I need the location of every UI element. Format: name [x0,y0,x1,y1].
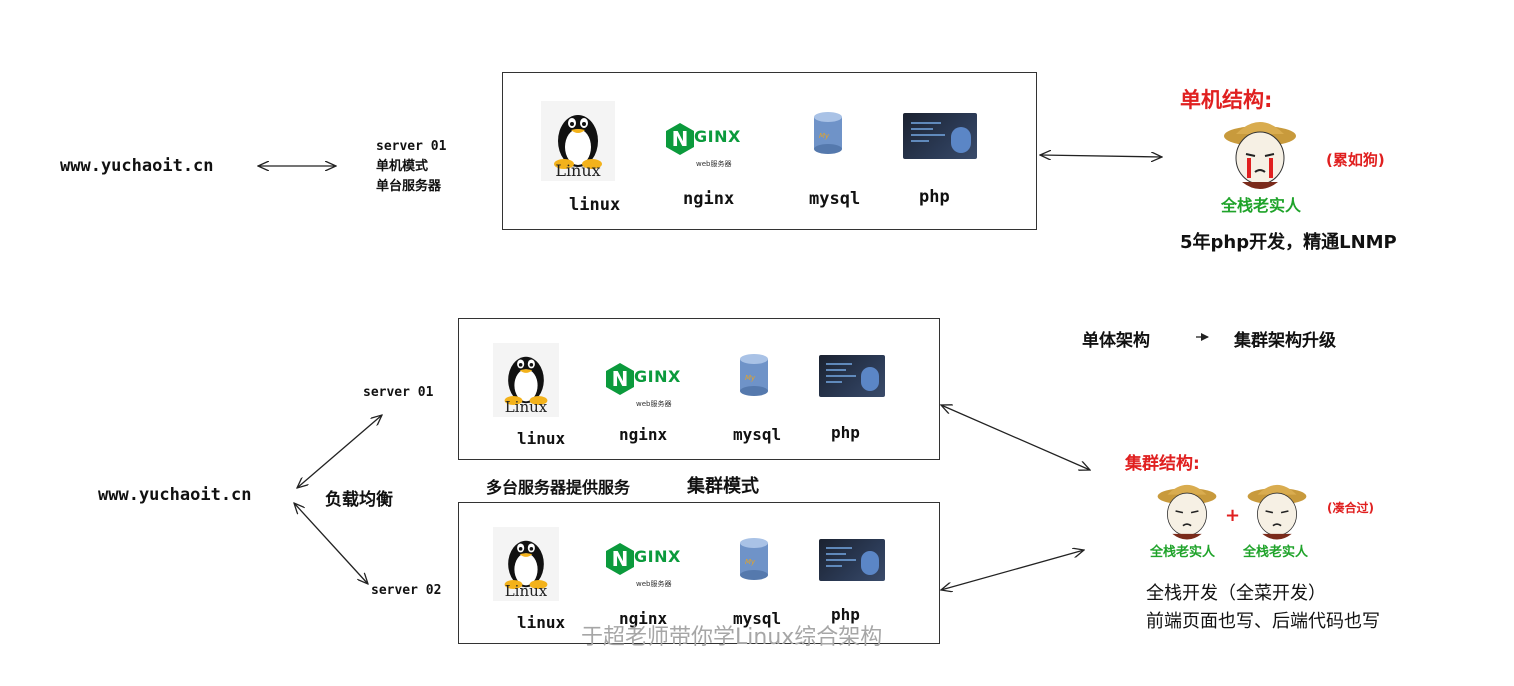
label-mysql: mysql [809,189,861,209]
server-info-top: server 01 单机模式 单台服务器 [376,137,446,197]
plus-sign: + [1225,505,1241,526]
linux-word: Linux [504,398,548,416]
arrow-box1-to-cluster [941,405,1090,470]
arrow-lb-to-server02 [294,503,368,584]
mysql-word: My [819,132,830,140]
arrow-box-to-single-structure [1040,155,1162,157]
cluster-mode-label: 集群模式 [687,476,759,497]
php-laptop-icon [903,113,977,159]
nginx-logo-icon: N GINX web服务器 [606,543,696,589]
server01-label: server 01 [363,385,434,400]
domain-label-top: www.yuchaoit.cn [60,156,214,176]
label-php: php [919,187,950,207]
label-linux: linux [517,613,566,632]
linux-tux-icon: Linux [493,527,559,601]
multi-server-label: 多台服务器提供服务 [486,478,631,497]
linux-tux-icon: Linux [493,343,559,417]
single-structure-note: (累如狗) [1326,151,1385,169]
nginx-hex: N [666,123,694,155]
label-php: php [831,605,860,624]
server-count: 单台服务器 [376,179,442,194]
label-nginx: nginx [619,425,668,444]
mysql-db-icon: My [739,353,769,397]
cluster-server-box-2: Linux linux N GINX web服务器 nginx My mysql… [458,502,940,644]
nginx-hex: N [606,363,634,395]
cluster-caption-2: 前端页面也写、后端代码也写 [1146,611,1380,632]
nginx-sub: web服务器 [636,400,672,408]
label-linux: linux [517,429,566,448]
label-nginx: nginx [683,189,735,209]
arrow-lb-to-server01 [297,415,382,488]
server-mode: 单机模式 [376,159,429,174]
upgrade-to: 集群架构升级 [1234,331,1336,351]
single-caption: 5年php开发，精通LNMP [1180,232,1397,253]
server-name: server 01 [376,139,447,154]
nginx-word: GINX [634,547,681,566]
label-php: php [831,423,860,442]
linux-word: Linux [555,161,601,180]
nginx-logo-icon: N GINX web服务器 [666,123,756,169]
cluster-structure-title: 集群结构: [1125,454,1200,474]
label-mysql: mysql [733,425,782,444]
mysql-db-icon: My [739,537,769,581]
nginx-word: GINX [634,367,681,386]
linux-tux-icon: Linux [541,101,615,181]
server02-label: server 02 [371,583,442,598]
label-mysql: mysql [733,609,782,628]
label-nginx: nginx [619,609,668,628]
linux-word: Linux [504,582,548,600]
watermark-text: 于超老师带你学Linux综合架构 [581,625,883,650]
php-laptop-icon [819,355,885,397]
nginx-logo-icon: N GINX web服务器 [606,363,696,409]
single-structure-title: 单机结构: [1180,88,1273,112]
cluster-person-1: 全栈老实人 [1150,545,1216,560]
mysql-word: My [745,558,756,566]
nginx-hex: N [606,543,634,575]
mysql-word: My [745,374,756,382]
label-linux: linux [569,195,621,215]
nginx-sub: web服务器 [696,160,732,168]
cluster-person-2: 全栈老实人 [1243,545,1309,560]
meme-face-icon [1156,478,1218,544]
single-server-box: Linux linux N GINX web服务器 nginx My mysql… [502,72,1037,230]
meme-face-icon [1222,114,1298,194]
domain-label-bottom: www.yuchaoit.cn [98,485,252,505]
arrow-box2-to-cluster [941,550,1084,590]
nginx-word: GINX [694,127,741,146]
load-balance-label: 负载均衡 [325,490,393,510]
cluster-caption-1: 全栈开发（全菜开发） [1146,583,1326,604]
cluster-structure-note: (凑合过) [1327,501,1374,515]
nginx-sub: web服务器 [636,580,672,588]
cluster-server-box-1: Linux linux N GINX web服务器 nginx My mysql… [458,318,940,460]
single-person-label: 全栈老实人 [1221,196,1302,215]
upgrade-from: 单体架构 [1082,331,1150,351]
mysql-db-icon: My [813,111,843,155]
meme-face-icon [1246,478,1308,544]
php-laptop-icon [819,539,885,581]
